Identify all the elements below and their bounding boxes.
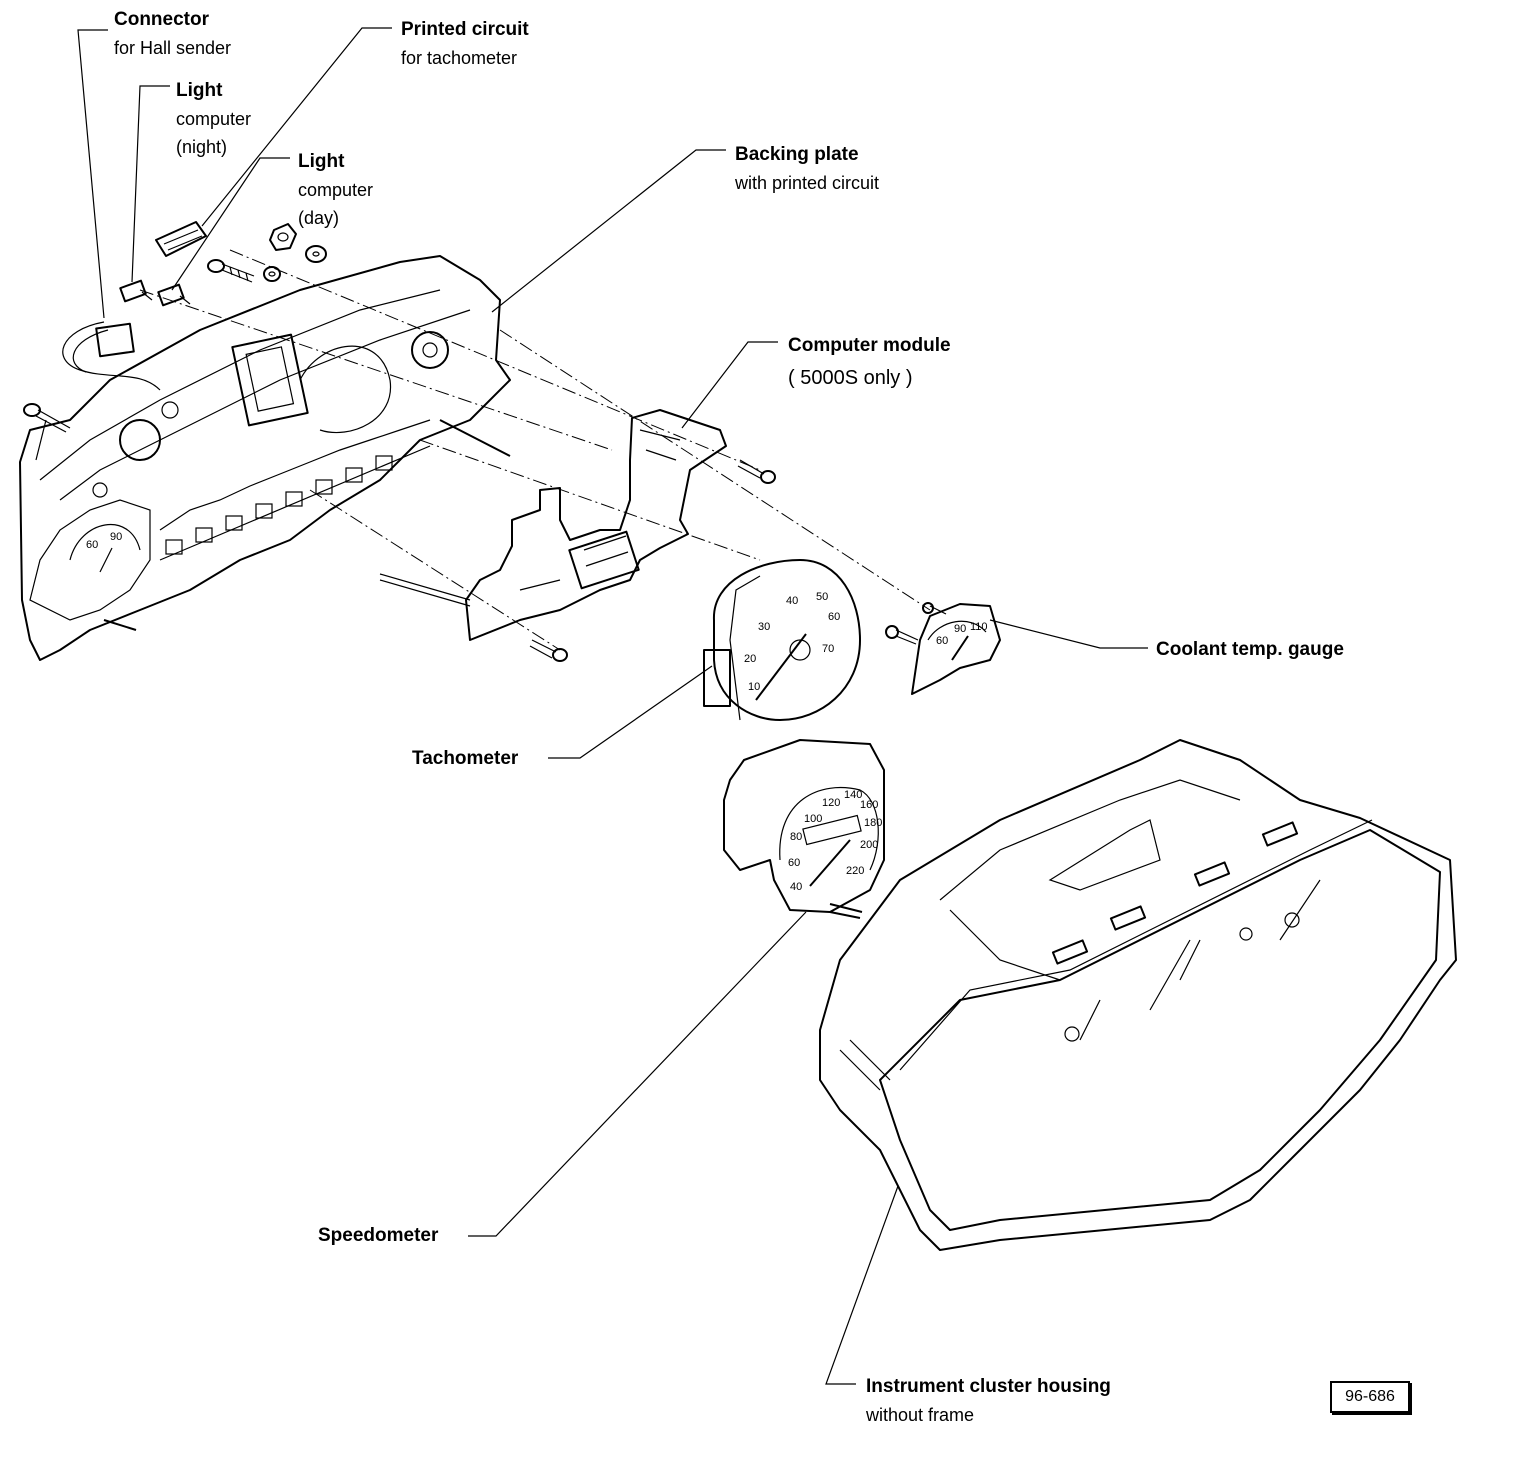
reference-number-box: 96-686 xyxy=(1330,1381,1410,1413)
label-speedometer-title: Speedometer xyxy=(318,1225,439,1246)
screw-module xyxy=(737,459,776,484)
coolant-temp-gauge: 60 90 110 xyxy=(911,603,1001,695)
printed-circuit-connector xyxy=(155,221,207,257)
speedometer-gauge: 40 60 80 100 120 140 160 180 200 220 xyxy=(723,739,885,919)
leader-backing-plate xyxy=(491,149,726,313)
tach-tick-6: 70 xyxy=(822,643,834,655)
light-bulb-day xyxy=(157,283,191,307)
speedo-tick-5: 140 xyxy=(844,789,862,801)
coolant-tick-2: 110 xyxy=(970,621,988,633)
leader-connector xyxy=(77,29,108,319)
tach-tick-1: 20 xyxy=(744,653,756,665)
label-light-night-title: Light xyxy=(176,80,223,101)
label-instrument-cluster-housing: Instrument cluster housing without frame xyxy=(866,1373,1111,1429)
leader-light-night xyxy=(131,85,170,283)
label-light-day-sub1: computer xyxy=(298,180,374,200)
svg-text:60: 60 xyxy=(86,539,98,551)
speedo-tick-9: 220 xyxy=(846,865,864,877)
svg-text:90: 90 xyxy=(110,531,122,543)
speedo-tick-0: 40 xyxy=(790,881,802,893)
light-bulb-night xyxy=(119,279,153,303)
tach-tick-0: 10 xyxy=(748,681,760,693)
label-tachometer-title: Tachometer xyxy=(412,748,519,769)
small-coolant-dial: 60 90 xyxy=(69,523,141,573)
label-computer-module-sub: ( 5000S only ) xyxy=(788,367,913,389)
screw-left xyxy=(23,403,71,433)
frame-slots xyxy=(165,455,393,555)
screw-backing xyxy=(529,639,568,662)
speedo-tick-2: 80 xyxy=(790,831,802,843)
coolant-tick-1: 90 xyxy=(954,623,966,635)
tach-tick-4: 50 xyxy=(816,591,828,603)
label-coolant-temp-gauge: Coolant temp. gauge xyxy=(1156,636,1344,664)
leader-computer-module xyxy=(681,341,778,429)
label-speedometer: Speedometer xyxy=(318,1222,438,1250)
backing-plate xyxy=(379,409,727,641)
label-computer-module-title: Computer module xyxy=(788,335,951,356)
screw-coolant xyxy=(885,625,919,645)
tach-tick-3: 40 xyxy=(786,595,798,607)
label-backing-plate: Backing plate with printed circuit xyxy=(735,141,879,197)
label-light-day-sub2: (day) xyxy=(298,208,340,228)
tach-tick-2: 30 xyxy=(758,621,770,633)
screw-top xyxy=(207,259,255,283)
label-coolant-title: Coolant temp. gauge xyxy=(1156,639,1344,660)
label-connector-title: Connector xyxy=(114,9,209,30)
nut xyxy=(269,223,297,251)
label-connector-sub: for Hall sender xyxy=(114,38,232,58)
hall-connector xyxy=(62,321,161,391)
leader-printed-circuit xyxy=(201,27,392,227)
speedo-tick-7: 180 xyxy=(864,817,882,829)
coolant-tick-0: 60 xyxy=(936,635,948,647)
small-hardware xyxy=(23,221,947,662)
label-backing-plate-title: Backing plate xyxy=(735,144,859,165)
label-tachometer: Tachometer xyxy=(412,745,518,773)
speedo-tick-8: 200 xyxy=(860,839,878,851)
label-light-night-sub2: (night) xyxy=(176,137,228,157)
speedo-tick-4: 120 xyxy=(822,797,840,809)
label-light-night-sub1: computer xyxy=(176,109,252,129)
label-connector: Connector for Hall sender xyxy=(114,6,231,62)
label-light-day: Light computer (day) xyxy=(298,148,373,232)
speedo-tick-6: 160 xyxy=(860,799,878,811)
speedo-tick-3: 100 xyxy=(804,813,822,825)
label-light-day-title: Light xyxy=(298,151,345,172)
tachometer-gauge: 10 20 30 40 50 60 70 xyxy=(703,559,861,721)
label-printed-circuit-sub: for tachometer xyxy=(401,48,518,68)
label-computer-module: Computer module ( 5000S only ) xyxy=(788,332,951,392)
tach-tick-5: 60 xyxy=(828,611,840,623)
label-backing-plate-sub: with printed circuit xyxy=(735,173,880,193)
leader-light-day xyxy=(171,157,290,291)
washer-1 xyxy=(305,245,327,263)
assembly-axes xyxy=(139,249,931,651)
label-printed-circuit-title: Printed circuit xyxy=(401,19,529,40)
label-housing-title: Instrument cluster housing xyxy=(866,1376,1111,1397)
washer-2 xyxy=(263,266,281,282)
leader-tachometer xyxy=(548,665,713,759)
label-housing-sub: without frame xyxy=(866,1405,975,1425)
label-printed-circuit: Printed circuit for tachometer xyxy=(401,16,529,72)
instrument-cluster-housing xyxy=(819,739,1457,1251)
leader-speedometer xyxy=(468,911,807,1237)
circuit-carrier-frame: 60 90 xyxy=(19,255,511,661)
screw-coolant-2 xyxy=(922,602,947,615)
label-light-night: Light computer (night) xyxy=(176,77,251,161)
leader-coolant xyxy=(989,619,1148,649)
speedo-tick-1: 60 xyxy=(788,857,800,869)
leader-lines xyxy=(77,27,1148,1385)
leader-housing xyxy=(825,1185,899,1385)
